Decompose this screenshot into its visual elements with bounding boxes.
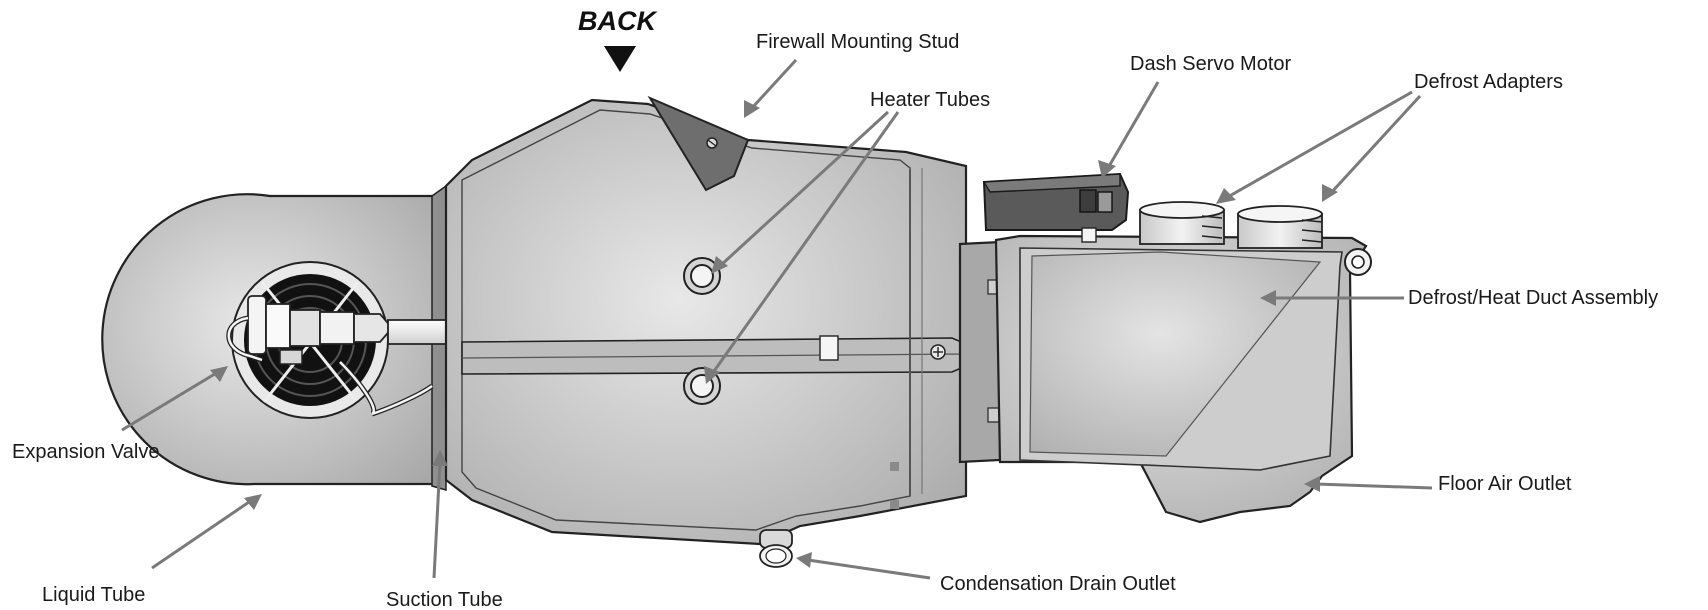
leader-suction-tube [432, 450, 448, 579]
heater-tube-upper [683, 257, 721, 295]
back-direction-arrow [604, 46, 636, 72]
leader-defrost-adapters-left [1216, 90, 1413, 204]
label-defrost-heat-duct-assembly: Defrost/Heat Duct Assembly [1408, 287, 1658, 309]
label-dash-servo-motor: Dash Servo Motor [1130, 53, 1292, 75]
leader-condensation-drain-outlet [796, 552, 931, 580]
leader-heater-tubes-lower [704, 111, 900, 384]
label-heater-tubes: Heater Tubes [870, 89, 990, 111]
dash-servo-motor [982, 172, 1130, 243]
label-liquid-tube: Liquid Tube [42, 584, 145, 606]
label-defrost-adapters: Defrost Adapters [1414, 71, 1563, 93]
defrost-adapter-right [1237, 205, 1323, 249]
defrost-heat-duct-assembly [994, 234, 1372, 524]
label-condensation-drain-outlet: Condensation Drain Outlet [940, 573, 1176, 595]
leader-dash-servo-motor [1098, 81, 1160, 178]
leader-defrost-heat-duct-assembly [1260, 290, 1404, 306]
leader-floor-air-outlet [1304, 476, 1433, 492]
leader-expansion-valve [121, 366, 228, 432]
condensation-drain-outlet [759, 529, 793, 568]
label-suction-tube: Suction Tube [386, 589, 503, 610]
label-expansion-valve: Expansion Valve [12, 441, 160, 463]
expansion-valve [247, 295, 394, 365]
duct-connector [958, 240, 1003, 464]
back-direction-label: BACK [578, 6, 658, 36]
evaporator-heater-case [444, 98, 968, 546]
firewall-mounting-stud [647, 95, 750, 192]
leader-liquid-tube [151, 494, 262, 570]
leader-heater-tubes-upper [711, 110, 890, 274]
leader-firewall-mounting-stud [744, 58, 798, 118]
leader-defrost-adapters-right [1322, 94, 1422, 202]
label-firewall-mounting-stud: Firewall Mounting Stud [756, 31, 959, 53]
label-floor-air-outlet: Floor Air Outlet [1438, 473, 1572, 495]
defrost-adapter-left [1139, 201, 1225, 245]
